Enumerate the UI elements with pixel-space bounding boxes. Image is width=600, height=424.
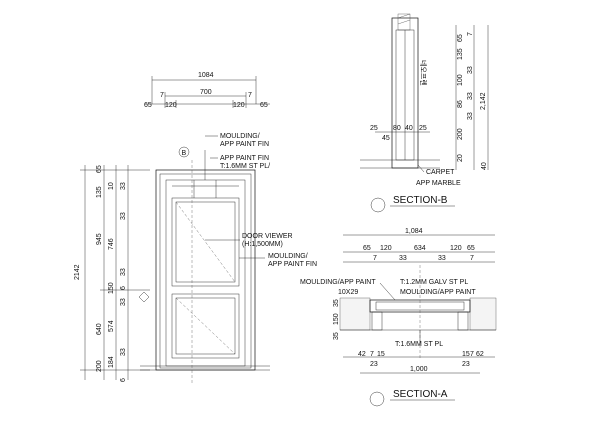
label-moulding-left: MOULDING/APP PAINT (300, 279, 376, 286)
dim-a-bottom: 7 (470, 351, 474, 358)
dim-part: 120 (233, 102, 245, 109)
dim-a: 120 (450, 245, 462, 252)
dim-part: 120 (165, 102, 177, 109)
dim-height: 945 (96, 233, 103, 245)
dim-inner-width: 700 (200, 89, 212, 96)
dim-b: 7 (467, 32, 474, 36)
dim-a-bottom-small: 23 (462, 361, 470, 368)
label-galv-plate: T:1.2MM GALV ST PL (400, 279, 468, 286)
dim-b-bottom: 25 (419, 125, 427, 132)
callout-moulding-lower: MOULDING/APP PAINT FIN (268, 253, 317, 268)
dim-b: 40 (481, 162, 488, 170)
dim-part: 65 (260, 102, 268, 109)
dim-a-left: 35 (333, 332, 340, 340)
door-tag: B (182, 150, 187, 157)
dim-a: 120 (380, 245, 392, 252)
dim-a-small: 7 (373, 255, 377, 262)
dim-small: 135 (96, 186, 103, 198)
dim-small: 65 (96, 165, 103, 173)
dim-a: 65 (467, 245, 475, 252)
door-tag-circle (178, 146, 190, 158)
dim-b: 20 (457, 154, 464, 162)
section-a-title-circle (369, 391, 385, 407)
dim-part: 7 (160, 92, 164, 99)
dim-a-bottom: 15 (377, 351, 385, 358)
section-b-title-circle (370, 197, 386, 213)
dim-b: 100 (457, 74, 464, 86)
dim-overall-height-b: 2,142 (480, 92, 487, 110)
dim-small: 33 (120, 182, 127, 190)
dim-small: 33 (120, 298, 127, 306)
dim-part: 7 (248, 92, 252, 99)
dim-a-overall: 1,084 (405, 228, 423, 235)
dim-b-bottom: 45 (382, 135, 390, 142)
label-marble: APP MARBLE (416, 180, 461, 187)
dim-small: 33 (120, 348, 127, 356)
elevation-top-dimensions: 1084 700 65 7 120 120 7 65 (144, 72, 270, 109)
label-carpet: CARPET (426, 169, 455, 176)
dim-part: 65 (144, 102, 152, 109)
section-a-title: SECTION-A (393, 389, 448, 400)
dim-a-bottom-overall: 1,000 (410, 366, 428, 373)
dim-height: 200 (96, 360, 103, 372)
dim-height: 574 (108, 320, 115, 332)
dim-b: 33 (467, 112, 474, 120)
dim-small: 6 (120, 286, 127, 290)
label-moulding-right: MOULDING/APP PAINT (400, 289, 476, 296)
dim-a: 65 (363, 245, 371, 252)
dim-height: 746 (108, 238, 115, 250)
dim-a-small: 33 (438, 255, 446, 262)
callout-moulding: MOULDING/APP PAINT FIN (220, 133, 269, 148)
dim-a-left: 35 (333, 299, 340, 307)
section-b-title: SECTION-B (393, 195, 448, 206)
door-frame (140, 160, 270, 385)
label-st-plate: T:1.6MM ST PL (395, 341, 443, 348)
dim-b-bottom: 25 (370, 125, 378, 132)
dim-a-bottom: 62 (476, 351, 484, 358)
dim-b-bottom: 40 (405, 125, 413, 132)
elevation-left-dimensions: 2142 945 640 200 746 150 574 184 65 135 … (74, 165, 150, 382)
dim-small: 6 (120, 378, 127, 382)
dim-b-bottom: 80 (393, 125, 401, 132)
dim-b: 33 (467, 66, 474, 74)
dim-small: 33 (120, 268, 127, 276)
dim-a-bottom: 15 (462, 351, 470, 358)
dim-b: 86 (457, 100, 464, 108)
dim-a-bottom-small: 23 (370, 361, 378, 368)
section-marker-icon (138, 291, 150, 303)
dim-b: 135 (457, 48, 464, 60)
dim-b: 65 (457, 34, 464, 42)
dim-height: 640 (96, 323, 103, 335)
dim-b: 33 (467, 92, 474, 100)
callout-door-viewer: DOOR VIEWER(H:1,500MM) (242, 233, 293, 248)
dim-small: 10 (108, 182, 115, 190)
korean-note: 네오프렌 (419, 60, 428, 86)
dim-a-small: 33 (399, 255, 407, 262)
dim-a-left: 150 (333, 313, 340, 325)
dim-a-bottom: 42 (358, 351, 366, 358)
dim-a-bottom: 7 (370, 351, 374, 358)
door-elevation: 1084 700 65 7 120 120 7 65 (74, 72, 317, 385)
dim-overall-width: 1084 (198, 72, 214, 79)
section-a: 1,084 65 120 634 120 65 7 33 33 7 MOULDI… (300, 228, 497, 407)
label-size: 10X29 (338, 289, 358, 296)
dim-height: 184 (108, 356, 115, 368)
dim-height: 150 (108, 282, 115, 294)
dim-b: 200 (457, 128, 464, 140)
dim-small: 33 (120, 212, 127, 220)
dim-a: 634 (414, 245, 426, 252)
section-b: 네오프렌 2,142 65 135 7 100 33 33 86 33 200 … (360, 13, 489, 213)
dim-a-small: 7 (470, 255, 474, 262)
dim-overall-height: 2142 (74, 264, 81, 280)
